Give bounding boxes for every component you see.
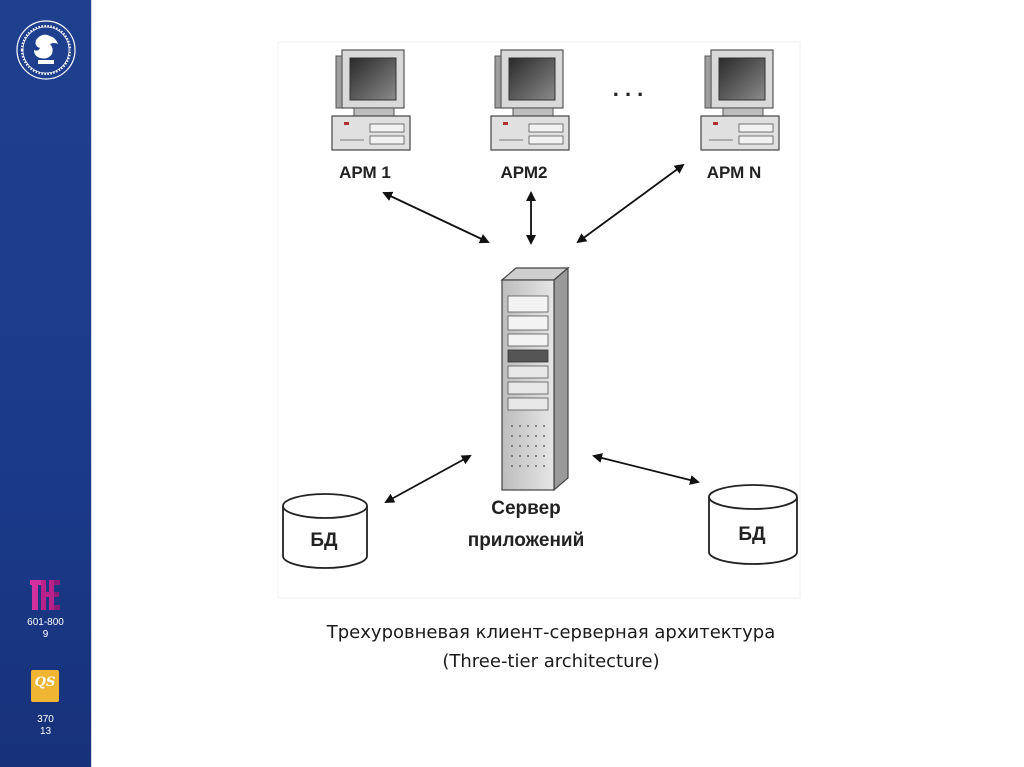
server-label-line2: приложений: [468, 530, 585, 551]
caption-line-2: (Three-tier architecture): [442, 651, 660, 672]
the-ranking-logo: [30, 580, 60, 610]
university-logo: [16, 20, 76, 80]
database-left: БД: [282, 493, 368, 569]
the-rank-text: 601-800 9: [0, 617, 91, 641]
workstation-n-computer-icon: [700, 49, 780, 151]
qs-ranking-logo: QS: [31, 670, 59, 702]
qs-rank: 370: [37, 714, 54, 725]
workstation-n-label: АРМ N: [707, 163, 762, 182]
database-left-label: БД: [310, 530, 338, 551]
workstation-n: АРМ N: [700, 49, 780, 182]
sidebar: 601-800 9 QS 370 13: [0, 0, 91, 767]
diagram-caption: Трехуровневая клиент-серверная архитекту…: [280, 618, 822, 676]
arrow-workstation-n-server: [576, 163, 685, 244]
server-icon: [500, 266, 570, 492]
the-rank: 601-800: [27, 617, 64, 628]
database-right: БД: [708, 484, 798, 565]
workstation-1: АРМ 1: [331, 49, 411, 182]
workstation-2: АРМ2: [490, 49, 570, 182]
sidebar-divider: [91, 0, 92, 767]
qs-label: QS: [34, 675, 56, 690]
workstation-1-computer-icon: [331, 49, 411, 151]
caption-line-1: Трехуровневая клиент-серверная архитекту…: [326, 622, 776, 643]
database-left-cylinder-icon: [282, 493, 368, 569]
application-server: Сервер приложений: [468, 266, 585, 551]
the-rank-sub: 9: [42, 629, 49, 640]
qs-rank-sub: 13: [39, 726, 52, 737]
server-label-line1: Сервер: [491, 498, 561, 519]
qs-rank-text: 370 13: [0, 714, 91, 738]
workstation-2-computer-icon: [490, 49, 570, 151]
workstations-ellipsis: . . .: [613, 76, 644, 101]
database-right-label: БД: [738, 524, 766, 545]
arrow-workstation-1-server: [382, 191, 490, 244]
workstation-2-label: АРМ2: [500, 163, 547, 182]
workstation-1-label: АРМ 1: [339, 163, 391, 182]
arrow-server-database-right: [592, 453, 700, 485]
arrow-server-database-left: [384, 455, 472, 503]
database-right-cylinder-icon: [708, 484, 798, 565]
